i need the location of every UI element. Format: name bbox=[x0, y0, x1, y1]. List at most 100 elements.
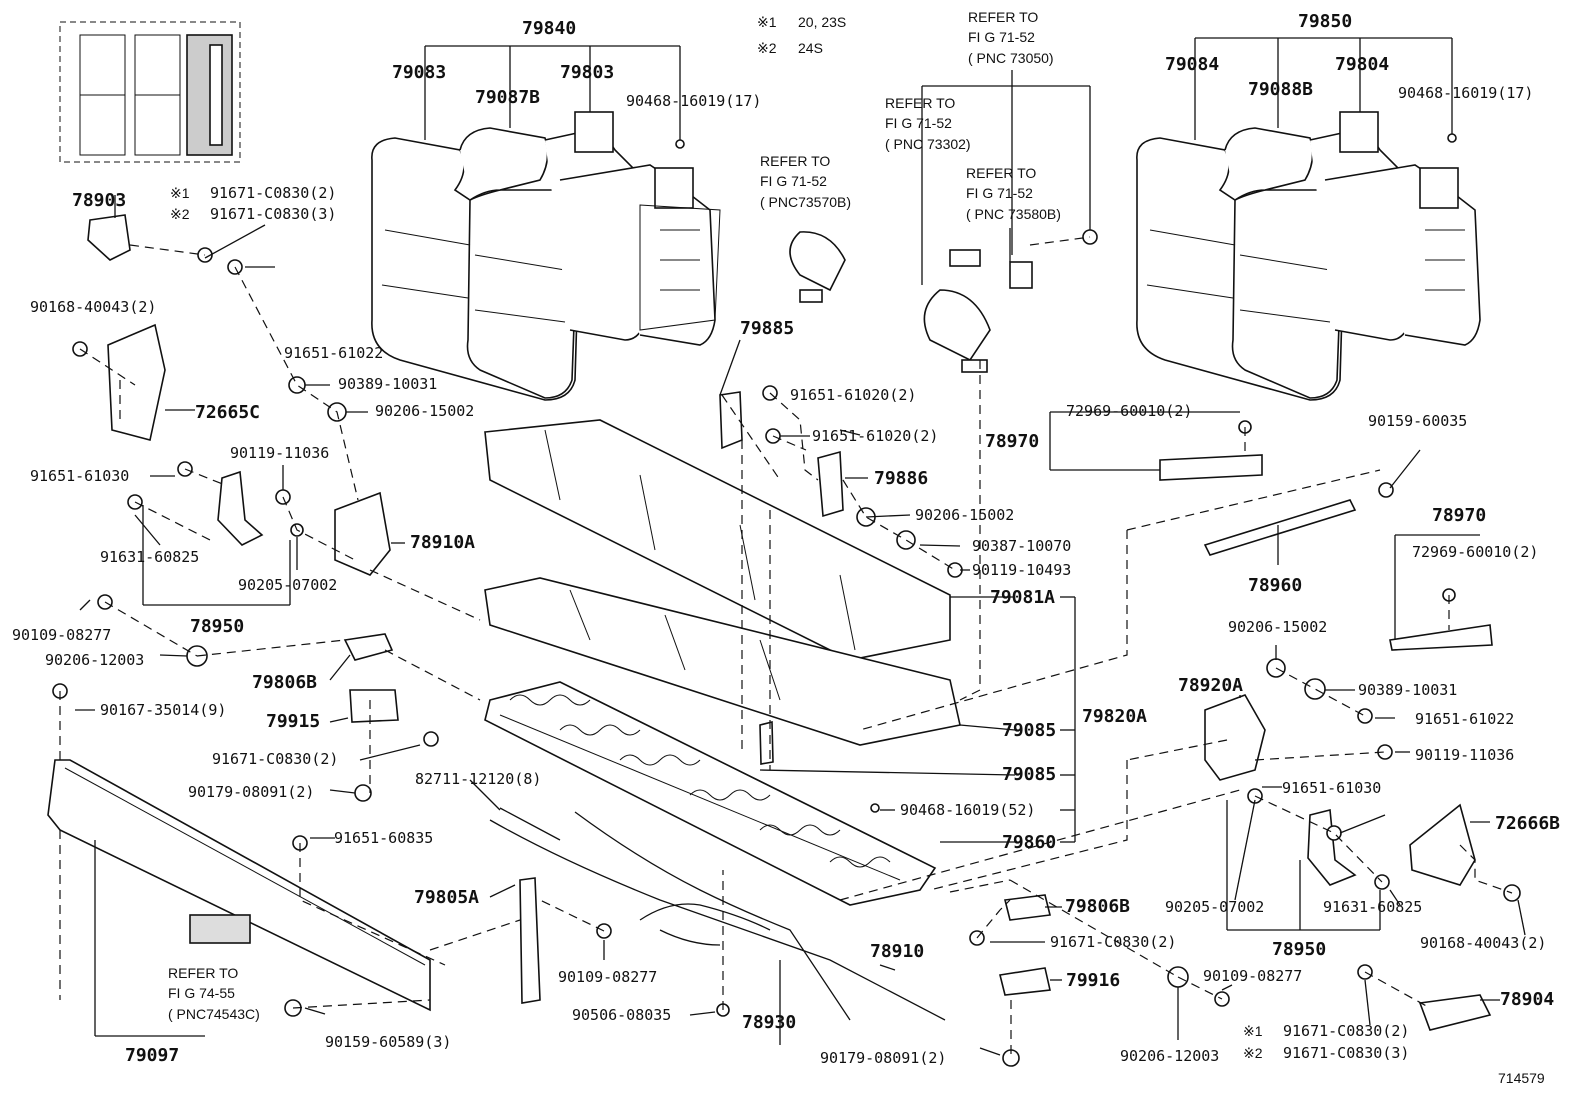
label-90206-12003-left[interactable]: 90206-12003 bbox=[45, 651, 144, 669]
label-91651-61020-b[interactable]: 91651-61020(2) bbox=[812, 427, 938, 445]
label-90168-left[interactable]: 90168-40043(2) bbox=[30, 298, 156, 316]
label-90168-right[interactable]: 90168-40043(2) bbox=[1420, 934, 1546, 952]
label-78903[interactable]: 78903 bbox=[72, 190, 126, 211]
ref-73050-l1: REFER TO bbox=[968, 9, 1038, 25]
label-90109-left[interactable]: 90109-08277 bbox=[12, 626, 111, 644]
ref-73050-l3: ( PNC 73050) bbox=[968, 50, 1054, 66]
ref-73570-l1: REFER TO bbox=[760, 153, 830, 169]
label-79820A[interactable]: 79820A bbox=[1082, 706, 1147, 727]
label-91631-left[interactable]: 91631-60825 bbox=[100, 548, 199, 566]
label-82711[interactable]: 82711-12120(8) bbox=[415, 770, 541, 788]
label-91671-n2-right[interactable]: 91671-C0830(3) bbox=[1283, 1044, 1409, 1062]
label-79097[interactable]: 79097 bbox=[125, 1045, 179, 1066]
label-79850[interactable]: 79850 bbox=[1298, 11, 1352, 32]
label-90206-15002-right[interactable]: 90206-15002 bbox=[1228, 618, 1327, 636]
label-90468-52[interactable]: 90468-16019(52) bbox=[900, 801, 1035, 819]
label-91671-n1-right[interactable]: 91671-C0830(2) bbox=[1283, 1022, 1409, 1040]
ref-73570-l3: ( PNC73570B) bbox=[760, 194, 851, 210]
ref-73050-l2: FI G 71-52 bbox=[968, 29, 1035, 45]
label-79885[interactable]: 79885 bbox=[740, 318, 794, 339]
label-79087B[interactable]: 79087B bbox=[475, 87, 540, 108]
label-90109-center[interactable]: 90109-08277 bbox=[558, 968, 657, 986]
seat-cushion-icon bbox=[484, 419, 961, 746]
label-90389-left[interactable]: 90389-10031 bbox=[338, 375, 437, 393]
label-90206-15002-center[interactable]: 90206-15002 bbox=[915, 506, 1014, 524]
label-note1-mark-b: ※1 bbox=[1243, 1023, 1263, 1039]
label-78950-left[interactable]: 78950 bbox=[190, 616, 244, 637]
label-79806B-left[interactable]: 79806B bbox=[252, 672, 317, 693]
label-90119-11036-left[interactable]: 90119-11036 bbox=[230, 444, 329, 462]
label-90205-right[interactable]: 90205-07002 bbox=[1165, 898, 1264, 916]
part-labels: 79840 79850 79083 79087B 79803 79084 790… bbox=[12, 11, 1560, 1086]
label-78904[interactable]: 78904 bbox=[1500, 989, 1554, 1010]
label-90179-center[interactable]: 90179-08091(2) bbox=[820, 1049, 946, 1067]
label-90159-60589[interactable]: 90159-60589(3) bbox=[325, 1033, 451, 1051]
label-72969-right[interactable]: 72969-60010(2) bbox=[1412, 543, 1538, 561]
label-79916[interactable]: 79916 bbox=[1066, 970, 1120, 991]
label-91671-left[interactable]: 91671-C0830(2) bbox=[212, 750, 338, 768]
label-90387[interactable]: 90387-10070 bbox=[972, 537, 1071, 555]
label-78930[interactable]: 78930 bbox=[742, 1012, 796, 1033]
label-79806B-right[interactable]: 79806B bbox=[1065, 896, 1130, 917]
label-90109-right[interactable]: 90109-08277 bbox=[1203, 967, 1302, 985]
label-91671-n2[interactable]: 91671-C0830(3) bbox=[210, 205, 336, 223]
label-90119-10493[interactable]: 90119-10493 bbox=[972, 561, 1071, 579]
label-90389-right[interactable]: 90389-10031 bbox=[1358, 681, 1457, 699]
brackets-left-icon bbox=[87, 214, 844, 1004]
label-90206-15002-left[interactable]: 90206-15002 bbox=[375, 402, 474, 420]
dashed-lines bbox=[59, 236, 1513, 1058]
ref-74543-l3: ( PNC74543C) bbox=[168, 1006, 260, 1022]
label-91651-61022-right[interactable]: 91651-61022 bbox=[1415, 710, 1514, 728]
label-79081A[interactable]: 79081A bbox=[990, 587, 1055, 608]
label-note2-mark-a: ※2 bbox=[170, 206, 190, 222]
note-2-text: 24S bbox=[798, 40, 823, 56]
label-91651-61022-left[interactable]: 91651-61022 bbox=[284, 344, 383, 362]
label-79804[interactable]: 79804 bbox=[1335, 54, 1389, 75]
label-90205-left[interactable]: 90205-07002 bbox=[238, 576, 337, 594]
label-79084[interactable]: 79084 bbox=[1165, 54, 1219, 75]
label-note2-mark-b: ※2 bbox=[1243, 1045, 1263, 1061]
label-91631-right[interactable]: 91631-60825 bbox=[1323, 898, 1422, 916]
label-90179-left[interactable]: 90179-08091(2) bbox=[188, 783, 314, 801]
seat-frame-icon bbox=[484, 681, 937, 906]
label-78910A[interactable]: 78910A bbox=[410, 532, 475, 553]
label-79803[interactable]: 79803 bbox=[560, 62, 614, 83]
label-72666B[interactable]: 72666B bbox=[1495, 813, 1560, 834]
label-79805A[interactable]: 79805A bbox=[414, 887, 479, 908]
label-78950-right[interactable]: 78950 bbox=[1272, 939, 1326, 960]
label-91671-center[interactable]: 91671-C0830(2) bbox=[1050, 933, 1176, 951]
label-91651-61020-a[interactable]: 91651-61020(2) bbox=[790, 386, 916, 404]
label-79088B[interactable]: 79088B bbox=[1248, 79, 1313, 100]
label-91651-61030-left[interactable]: 91651-61030 bbox=[30, 467, 129, 485]
label-90167[interactable]: 90167-35014(9) bbox=[100, 701, 226, 719]
label-78970-right[interactable]: 78970 bbox=[1432, 505, 1486, 526]
label-90159-60035[interactable]: 90159-60035 bbox=[1368, 412, 1467, 430]
label-90119-11036-right[interactable]: 90119-11036 bbox=[1415, 746, 1514, 764]
label-78960[interactable]: 78960 bbox=[1248, 575, 1302, 596]
label-79915[interactable]: 79915 bbox=[266, 711, 320, 732]
label-90468-left[interactable]: 90468-16019(17) bbox=[626, 92, 761, 110]
label-78970-top[interactable]: 78970 bbox=[985, 431, 1039, 452]
label-91651-61030-right[interactable]: 91651-61030 bbox=[1282, 779, 1381, 797]
label-72665C[interactable]: 72665C bbox=[195, 402, 260, 423]
label-78920A[interactable]: 78920A bbox=[1178, 675, 1243, 696]
label-79085-b[interactable]: 79085 bbox=[1002, 764, 1056, 785]
seatback-left-icon bbox=[371, 111, 721, 401]
label-78910[interactable]: 78910 bbox=[870, 941, 924, 962]
label-79860[interactable]: 79860 bbox=[1002, 832, 1056, 853]
label-90468-right[interactable]: 90468-16019(17) bbox=[1398, 84, 1533, 102]
label-91671-n1[interactable]: 91671-C0830(2) bbox=[210, 184, 336, 202]
diagram-number: 714579 bbox=[1498, 1070, 1545, 1086]
label-90506[interactable]: 90506-08035 bbox=[572, 1006, 671, 1024]
label-90206-12003-right[interactable]: 90206-12003 bbox=[1120, 1047, 1219, 1065]
cables-icon bbox=[489, 811, 946, 1021]
label-91651-60835[interactable]: 91651-60835 bbox=[334, 829, 433, 847]
ref-73570-l2: FI G 71-52 bbox=[760, 173, 827, 189]
label-79840[interactable]: 79840 bbox=[522, 18, 576, 39]
label-79085-a[interactable]: 79085 bbox=[1002, 720, 1056, 741]
label-72969-top[interactable]: 72969-60010(2) bbox=[1066, 402, 1192, 420]
label-79886[interactable]: 79886 bbox=[874, 468, 928, 489]
label-79083[interactable]: 79083 bbox=[392, 62, 446, 83]
ref-73580-l2: FI G 71-52 bbox=[966, 185, 1033, 201]
